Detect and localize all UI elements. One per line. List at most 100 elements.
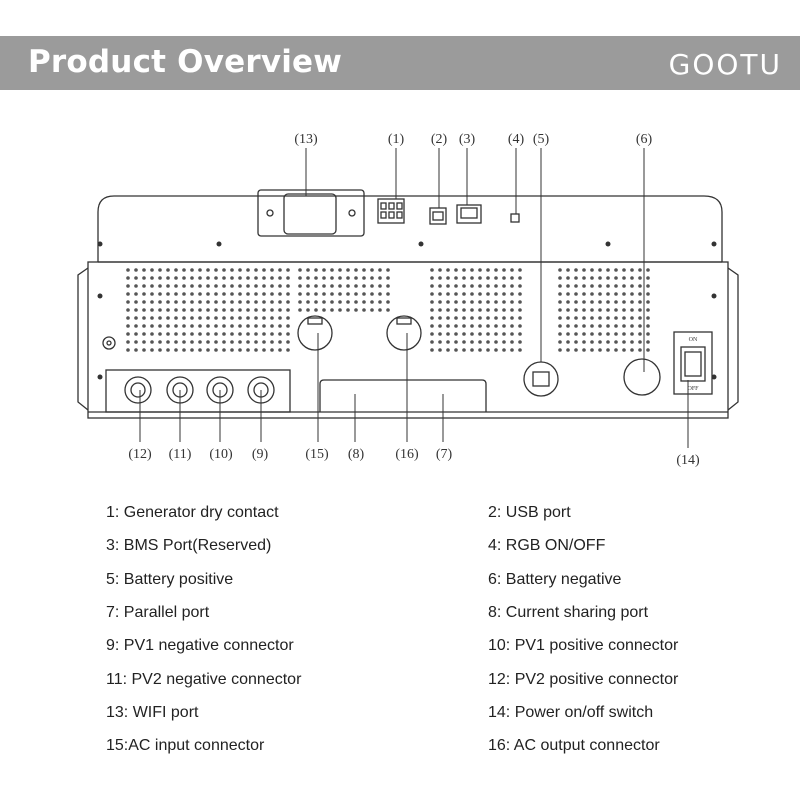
vent-hole [630,324,634,328]
vent-hole [370,300,374,304]
vent-hole [566,340,570,344]
vent-hole [206,348,210,352]
vent-hole [470,348,474,352]
vent-hole [606,332,610,336]
vent-hole [254,308,258,312]
vent-hole [306,308,310,312]
vent-hole [346,268,350,272]
vent-hole [190,332,194,336]
vent-hole [486,332,490,336]
vent-hole [158,268,162,272]
vent-hole [582,300,586,304]
vent-hole [338,308,342,312]
vent-hole [254,284,258,288]
vent-hole [286,348,290,352]
vent-hole [386,268,390,272]
vent-hole [638,332,642,336]
vent-hole [454,324,458,328]
vent-hole [298,308,302,312]
vent-hole [614,276,618,280]
vent-hole [346,276,350,280]
vent-hole [446,308,450,312]
vent-hole [606,268,610,272]
vent-hole [614,308,618,312]
vent-hole [646,348,650,352]
vent-hole [502,324,506,328]
vent-hole [638,292,642,296]
vent-hole [502,316,506,320]
vent-hole [590,324,594,328]
vent-hole [622,308,626,312]
vent-hole [174,268,178,272]
callout-4: (4) [508,132,525,147]
vent-hole [486,340,490,344]
vent-hole [150,348,154,352]
vent-hole [510,324,514,328]
vent-hole [278,276,282,280]
vent-hole [590,276,594,280]
vent-hole [558,324,562,328]
vent-hole [230,292,234,296]
vent-hole [446,340,450,344]
vent-hole [142,268,146,272]
vent-hole [246,332,250,336]
vent-hole [306,284,310,288]
vent-hole [238,268,242,272]
vent-hole [346,308,350,312]
vent-hole [590,268,594,272]
vent-hole [222,268,226,272]
vent-hole [574,284,578,288]
vent-hole [246,284,250,288]
vent-hole [430,308,434,312]
vent-hole [622,348,626,352]
vent-hole [502,340,506,344]
vent-hole [438,308,442,312]
vent-hole [518,348,522,352]
vent-hole [346,292,350,296]
vent-hole [510,276,514,280]
vent-hole [198,284,202,288]
vent-hole [454,300,458,304]
callout-3: (3) [459,132,476,147]
vent-hole [314,300,318,304]
vent-hole [126,268,130,272]
callout-5: (5) [533,132,550,147]
vent-hole [510,348,514,352]
vent-hole [494,332,498,336]
vent-hole [142,332,146,336]
vent-hole [298,276,302,280]
vent-hole [582,340,586,344]
vent-hole [462,340,466,344]
legend-item: 5: Battery positive [106,570,234,588]
vent-hole [142,284,146,288]
vent-hole [182,300,186,304]
vent-hole [478,276,482,280]
vent-hole [454,268,458,272]
top-cover-outline [97,195,723,262]
vent-hole [518,332,522,336]
vent-hole [314,308,318,312]
vent-hole [646,300,650,304]
vent-hole [166,308,170,312]
vent-hole [190,284,194,288]
vent-hole [254,316,258,320]
vent-hole [462,276,466,280]
vent-hole [338,300,342,304]
vent-hole [354,292,358,296]
vent-hole [354,308,358,312]
vent-hole [598,300,602,304]
vent-hole [590,308,594,312]
vent-hole [478,268,482,272]
vent-hole [190,340,194,344]
vent-hole [254,332,258,336]
vent-hole [166,284,170,288]
vent-hole [430,348,434,352]
vent-hole [206,340,210,344]
vent-hole [134,300,138,304]
vent-hole [558,284,562,288]
vent-hole [338,292,342,296]
vent-hole [446,348,450,352]
vent-hole [606,308,610,312]
vent-hole [478,284,482,288]
vent-hole [566,300,570,304]
